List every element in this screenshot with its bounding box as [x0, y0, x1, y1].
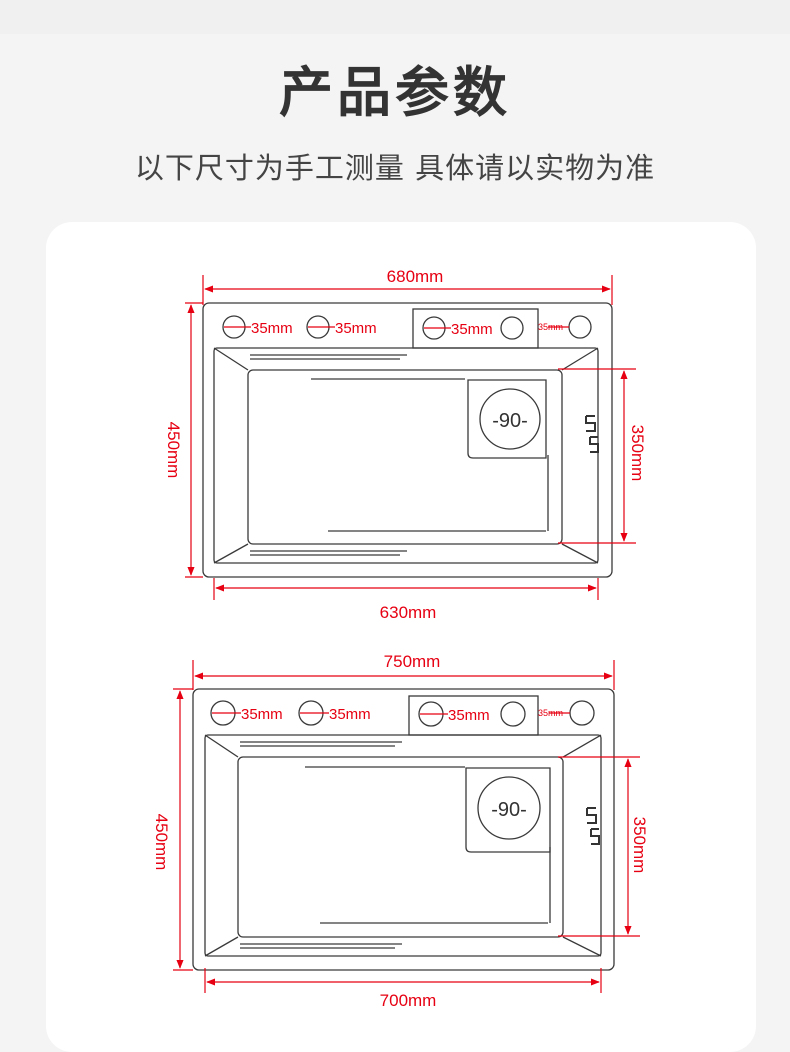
tap-hole	[500, 316, 524, 340]
hole-diameter-label: 35mm	[251, 320, 293, 337]
cup-rinser-circle	[479, 388, 541, 450]
sink-diagram-680	[202, 302, 613, 578]
top-width-label: 680mm	[387, 267, 444, 286]
left-height-label: 450mm	[164, 422, 183, 479]
dimension-labels-750: 750mm 700mm 450mm 350mm 35mm 35mm 35mm 3…	[152, 652, 649, 1010]
brand-logo-icon	[586, 807, 600, 845]
hole-diameter-label: 35mm	[335, 320, 377, 337]
right-height-label: 350mm	[628, 425, 647, 482]
hole-diameter-label: 35mm	[538, 708, 563, 718]
page-title: 产品参数	[279, 61, 511, 124]
basin-rim	[213, 347, 599, 564]
dimension-labels-680: 680mm 630mm 450mm 350mm 35mm 35mm 35mm 3…	[164, 267, 647, 622]
bottom-width-label: 630mm	[380, 603, 437, 622]
tap-hole	[568, 315, 592, 339]
cup-rinser-label: -90-	[491, 799, 527, 821]
page-subtitle: 以下尺寸为手工测量 具体请以实物为准	[134, 151, 656, 185]
right-height-label: 350mm	[630, 817, 649, 874]
dimensions-750	[173, 660, 640, 993]
brand-logo-icon	[585, 415, 599, 453]
hole-diameter-label: 35mm	[538, 322, 563, 332]
cup-rinser-box	[465, 767, 551, 853]
cup-rinser-box	[467, 379, 547, 459]
sink-body-outline	[202, 302, 613, 578]
cup-rinser-label: -90-	[492, 410, 528, 432]
inner-basin	[247, 369, 563, 545]
top-band	[0, 0, 790, 34]
tap-hole	[569, 700, 595, 726]
hole-diameter-label: 35mm	[329, 706, 371, 723]
tap-hole	[500, 701, 526, 727]
left-height-label: 450mm	[152, 814, 171, 871]
hole-diameter-label: 35mm	[448, 707, 490, 724]
hole-diameter-label: 35mm	[241, 706, 283, 723]
basin-rim	[204, 734, 602, 957]
cup-rinser-circle	[477, 776, 541, 840]
dimensions-680	[185, 275, 636, 600]
sink-body-outline	[192, 688, 615, 971]
bottom-width-label: 700mm	[380, 991, 437, 1010]
diagram-card	[46, 222, 756, 1052]
hole-diameter-label: 35mm	[451, 321, 493, 338]
top-width-label: 750mm	[384, 652, 441, 671]
inner-basin	[237, 756, 564, 938]
sink-diagram-750	[192, 688, 615, 971]
sink-diagrams: 680mm 630mm 450mm 350mm 35mm 35mm 35mm 3…	[152, 267, 649, 1010]
